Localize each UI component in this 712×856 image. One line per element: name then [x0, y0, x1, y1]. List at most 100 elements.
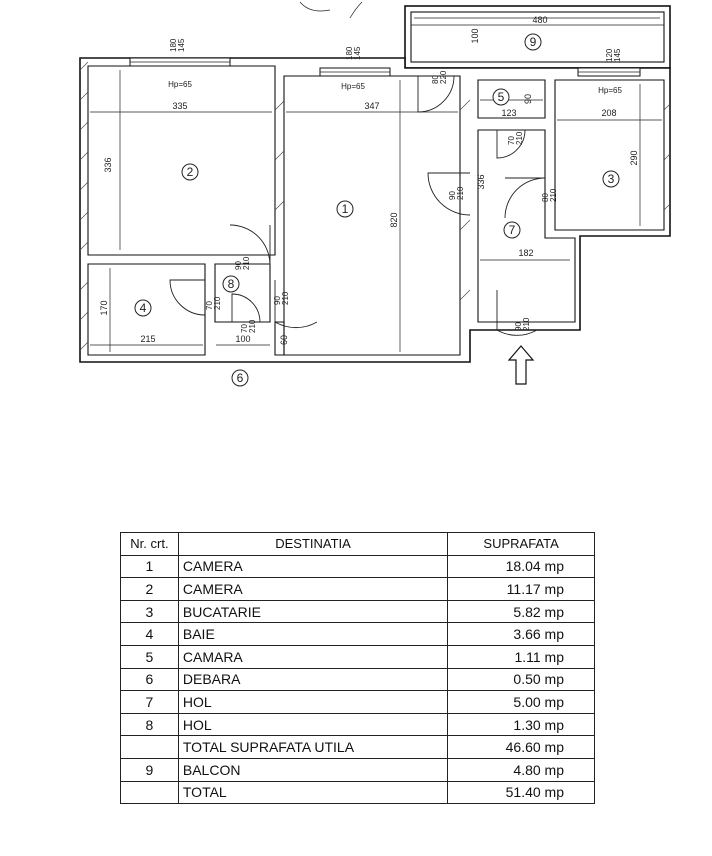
dim-room1-width: 347 [364, 101, 379, 111]
up-arrow-icon [507, 345, 535, 385]
door-size-hall8-b: 90210 [273, 291, 290, 305]
dim-hall7-height: 336 [476, 174, 486, 189]
dim-room2-height: 336 [103, 157, 113, 172]
room-number-6: 6 [237, 371, 244, 385]
room-marker-4: 4 [134, 299, 152, 317]
wall-hatching [79, 61, 671, 351]
row-destinatia: BAIE [177, 622, 449, 646]
header-destinatia: DESTINATIA [177, 532, 449, 556]
room-marker-2: 2 [181, 163, 199, 181]
row-nr: 8 [120, 712, 179, 737]
window-label-room3: 120145 [605, 48, 622, 62]
sketch-mark [299, 1, 363, 19]
dim-room2-width: 335 [172, 101, 187, 111]
door-size-entry: 90210 [514, 317, 531, 331]
dim-debara-width: 100 [235, 334, 250, 344]
window-label-room2: 180145 [169, 38, 186, 52]
door-size-bath: 70210 [205, 296, 222, 310]
row-destinatia: BALCON [177, 757, 449, 782]
header-suprafata: SUPRAFATA [447, 532, 595, 556]
door-size-room5: 70210 [507, 131, 524, 145]
row-destinatia: TOTAL SUPRAFATA UTILA [177, 735, 449, 759]
row-suprafata: 1.11 mp [447, 644, 595, 669]
row-suprafata: 46.60 mp [447, 735, 595, 759]
row-destinatia: CAMERA [177, 577, 449, 601]
room-number-4: 4 [140, 301, 147, 315]
row-nr: 2 [120, 577, 179, 601]
room-number-3: 3 [608, 172, 615, 186]
row-nr: 9 [120, 757, 179, 782]
dim-room4-height: 170 [99, 300, 109, 315]
row-nr [120, 735, 179, 759]
row-suprafata: 3.66 mp [447, 622, 595, 646]
window-label-room1: 180145 [345, 46, 362, 60]
row-nr: 6 [120, 667, 179, 692]
room-marker-7: 7 [503, 221, 521, 239]
dim-balcony-depth: 100 [470, 28, 480, 43]
row-destinatia: HOL [177, 690, 449, 714]
row-suprafata: 5.82 mp [447, 599, 595, 624]
row-destinatia: CAMERA [177, 554, 449, 579]
dim-room1-height: 820 [389, 212, 399, 227]
row-destinatia: DEBARA [177, 667, 449, 692]
header-nr: Nr. crt. [120, 532, 179, 556]
dimension-lines [90, 17, 662, 352]
dim-hall7-width: 182 [518, 248, 533, 258]
room-marker-3: 3 [602, 170, 620, 188]
window-size-room1: 180145 [345, 46, 362, 60]
sill-height-room3: Hp=65 [598, 86, 622, 95]
row-suprafata: 4.80 mp [447, 757, 595, 782]
window-size-room3: 120145 [605, 48, 622, 62]
row-nr: 1 [120, 554, 179, 579]
dim-room4-width: 215 [140, 334, 155, 344]
dim-room3-height: 290 [629, 150, 639, 165]
row-suprafata: 51.40 mp [447, 780, 595, 805]
room-number-9: 9 [530, 35, 537, 49]
row-suprafata: 11.17 mp [447, 577, 595, 601]
row-suprafata: 5.00 mp [447, 690, 595, 714]
room-marker-5: 5 [492, 88, 510, 106]
row-nr: 4 [120, 622, 179, 646]
table-header-row: Nr. crt. DESTINATIA SUPRAFATA [120, 532, 595, 556]
row-nr: 3 [120, 599, 179, 624]
room-marker-9: 9 [524, 33, 542, 51]
window-size-room2: 180145 [169, 38, 186, 52]
room-number-8: 8 [228, 277, 235, 291]
door-size-debara: 70210 [240, 319, 257, 333]
row-destinatia: HOL [177, 712, 449, 737]
row-suprafata: 0.50 mp [447, 667, 595, 692]
room-number-5: 5 [498, 90, 505, 104]
sill-height-room2: Hp=65 [168, 80, 192, 89]
room-number-1: 1 [342, 202, 349, 216]
door-size-room3: 80210 [541, 188, 558, 202]
dim-balcony-width: 480 [532, 15, 547, 25]
row-suprafata: 18.04 mp [447, 554, 595, 579]
dim-debara-height: 60 [279, 335, 289, 345]
row-nr: 7 [120, 690, 179, 714]
windows [129, 57, 641, 77]
room-number-2: 2 [187, 165, 194, 179]
room-marker-1: 1 [336, 200, 354, 218]
dim-room5-width: 123 [501, 108, 516, 118]
floor-plan: 335 336 347 820 208 290 123 90 182 336 2… [79, 1, 671, 387]
door-size-room1: 90210 [448, 186, 465, 200]
dim-room3-width: 208 [601, 108, 616, 118]
door-size-balcony: 80220 [431, 70, 448, 84]
row-destinatia: BUCATARIE [177, 599, 449, 624]
sill-height-room1: Hp=65 [341, 82, 365, 91]
row-nr [120, 780, 179, 805]
row-suprafata: 1.30 mp [447, 712, 595, 737]
room-marker-6: 6 [231, 369, 249, 387]
